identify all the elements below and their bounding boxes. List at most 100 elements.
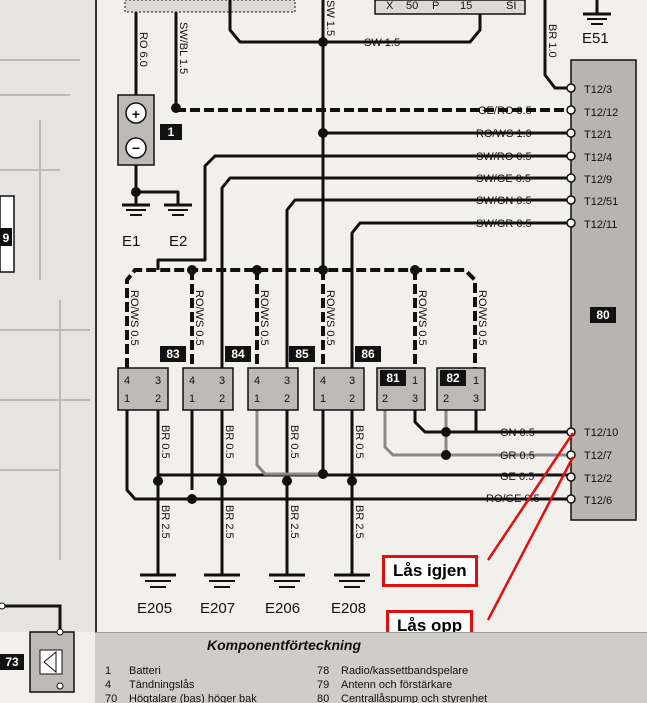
svg-text:4: 4 [124, 375, 130, 387]
svg-text:SW/GE 0.5: SW/GE 0.5 [476, 173, 531, 185]
speaker-num-73: 73 [5, 655, 19, 669]
wires [125, 0, 571, 575]
svg-text:RO/WS 0.5: RO/WS 0.5 [324, 290, 336, 346]
svg-text:T12/9: T12/9 [584, 174, 612, 186]
svg-text:T12/11: T12/11 [584, 219, 617, 231]
motor-82: 82 1 2 3 [436, 367, 486, 411]
component-legend: Komponentförteckning 1 Batteri 4 Tändnin… [95, 632, 647, 703]
svg-text:BR 2.5: BR 2.5 [353, 505, 365, 539]
svg-text:2: 2 [349, 393, 355, 405]
svg-text:SW 1.5: SW 1.5 [364, 37, 400, 49]
svg-text:4: 4 [254, 375, 260, 387]
ground-label-e206: E206 [265, 600, 300, 617]
svg-text:T12/10: T12/10 [584, 427, 618, 439]
svg-text:−: − [132, 140, 140, 156]
svg-text:SW 1.5: SW 1.5 [324, 0, 336, 36]
motor-84: 84 4 3 1 2 [182, 346, 251, 411]
svg-text:3: 3 [155, 375, 161, 387]
svg-text:2: 2 [284, 393, 290, 405]
motor-83: 83 4 3 1 2 [117, 346, 186, 411]
battery-1: + − 1 [117, 94, 182, 166]
svg-text:BR 2.5: BR 2.5 [223, 505, 235, 539]
svg-text:GE/RO 0.5: GE/RO 0.5 [478, 105, 532, 117]
svg-text:3: 3 [284, 375, 290, 387]
svg-text:2: 2 [382, 393, 388, 405]
svg-text:83: 83 [166, 347, 180, 361]
svg-text:SW/BL 1.5: SW/BL 1.5 [177, 22, 189, 74]
svg-text:P: P [432, 0, 439, 12]
ground-e51: E51 [582, 0, 611, 47]
callout-lock: Lås igjen [382, 555, 478, 587]
ground-label-e207: E207 [200, 600, 235, 617]
legend-item-num: 70 [105, 693, 118, 703]
motors: 83 4 3 1 2 84 4 3 1 2 85 4 3 1 2 86 [117, 346, 486, 411]
svg-text:+: + [132, 106, 140, 122]
svg-text:T12/6: T12/6 [584, 495, 612, 507]
svg-text:RO/WS 0.5: RO/WS 0.5 [258, 290, 270, 346]
svg-text:3: 3 [412, 393, 418, 405]
br-labels: BR 0.5 BR 0.5 BR 0.5 BR 0.5 BR 2.5 BR 2.… [159, 425, 365, 539]
svg-text:82: 82 [446, 371, 460, 385]
svg-text:GN 0.5: GN 0.5 [500, 427, 535, 439]
ground-label-e2: E2 [169, 233, 187, 250]
legend-item-num: 4 [105, 679, 112, 691]
ignition-switch-box: X 50 P 15 SI [374, 0, 526, 15]
svg-text:BR 0.5: BR 0.5 [288, 425, 300, 459]
legend-item-text: Centrallåspump och styrenhet [341, 693, 488, 703]
svg-text:3: 3 [349, 375, 355, 387]
svg-text:1: 1 [320, 393, 326, 405]
svg-text:4: 4 [189, 375, 195, 387]
legend-item-text: Högtalare (bas) höger bak [129, 693, 257, 703]
svg-text:RO/WS 1.0: RO/WS 1.0 [476, 128, 532, 140]
svg-text:T12/4: T12/4 [584, 152, 612, 164]
svg-text:1: 1 [254, 393, 260, 405]
svg-text:1: 1 [168, 125, 175, 139]
legend-item-num: 79 [317, 679, 330, 691]
bottom-grounds [140, 573, 370, 588]
top-wire-labels: SW 1.5 RO 6.0 SW/BL 1.5 SW 1.5 BR 1.0 [137, 0, 558, 74]
svg-text:3: 3 [219, 375, 225, 387]
legend-item-text: Radio/kassettbandspelare [341, 665, 469, 677]
svg-text:BR 0.5: BR 0.5 [223, 425, 235, 459]
svg-text:BR 0.5: BR 0.5 [159, 425, 171, 459]
svg-text:RO/WS 0.5: RO/WS 0.5 [476, 290, 488, 346]
svg-text:RO 6.0: RO 6.0 [137, 32, 149, 67]
ground-label-e1: E1 [122, 233, 140, 250]
svg-text:T12/7: T12/7 [584, 450, 612, 462]
ecu-pin-labels: T12/3 T12/12 T12/1 T12/4 T12/9 T12/51 T1… [584, 84, 618, 507]
svg-text:2: 2 [219, 393, 225, 405]
motor-81: 81 1 2 3 [376, 367, 426, 411]
speaker-73: 73 [0, 602, 75, 693]
svg-text:1: 1 [473, 375, 479, 387]
svg-text:BR 1.0: BR 1.0 [546, 24, 558, 58]
svg-text:BR 2.5: BR 2.5 [159, 505, 171, 539]
ground-e1-e2 [122, 203, 192, 216]
legend-item-num: 1 [105, 665, 112, 677]
svg-text:4: 4 [320, 375, 326, 387]
legend-item-text: Batteri [129, 665, 161, 677]
svg-text:81: 81 [386, 371, 400, 385]
svg-text:T12/51: T12/51 [584, 196, 618, 208]
svg-text:SW/GN 0.5: SW/GN 0.5 [476, 195, 532, 207]
legend-item-num: 78 [317, 665, 330, 677]
svg-text:T12/3: T12/3 [584, 84, 612, 96]
svg-text:T12/2: T12/2 [584, 473, 612, 485]
svg-text:BR 0.5: BR 0.5 [353, 425, 365, 459]
svg-text:SW/GR 0.5: SW/GR 0.5 [476, 218, 532, 230]
legend-item-text: Tändningslås [129, 679, 195, 691]
ground-label-e208: E208 [331, 600, 366, 617]
svg-text:BR 2.5: BR 2.5 [288, 505, 300, 539]
motor-wire-labels: RO/WS 0.5 RO/WS 0.5 RO/WS 0.5 RO/WS 0.5 … [128, 290, 488, 346]
svg-text:1: 1 [189, 393, 195, 405]
legend-item-text: Antenn och förstärkare [341, 679, 453, 691]
svg-text:2: 2 [155, 393, 161, 405]
svg-text:15: 15 [460, 0, 472, 12]
svg-text:2: 2 [443, 393, 449, 405]
svg-text:50: 50 [406, 0, 418, 12]
svg-text:GE 0.5: GE 0.5 [500, 471, 534, 483]
svg-text:E51: E51 [582, 30, 609, 47]
ecu-pin-circles [566, 83, 576, 504]
ecu-num-80: 80 [596, 308, 610, 322]
